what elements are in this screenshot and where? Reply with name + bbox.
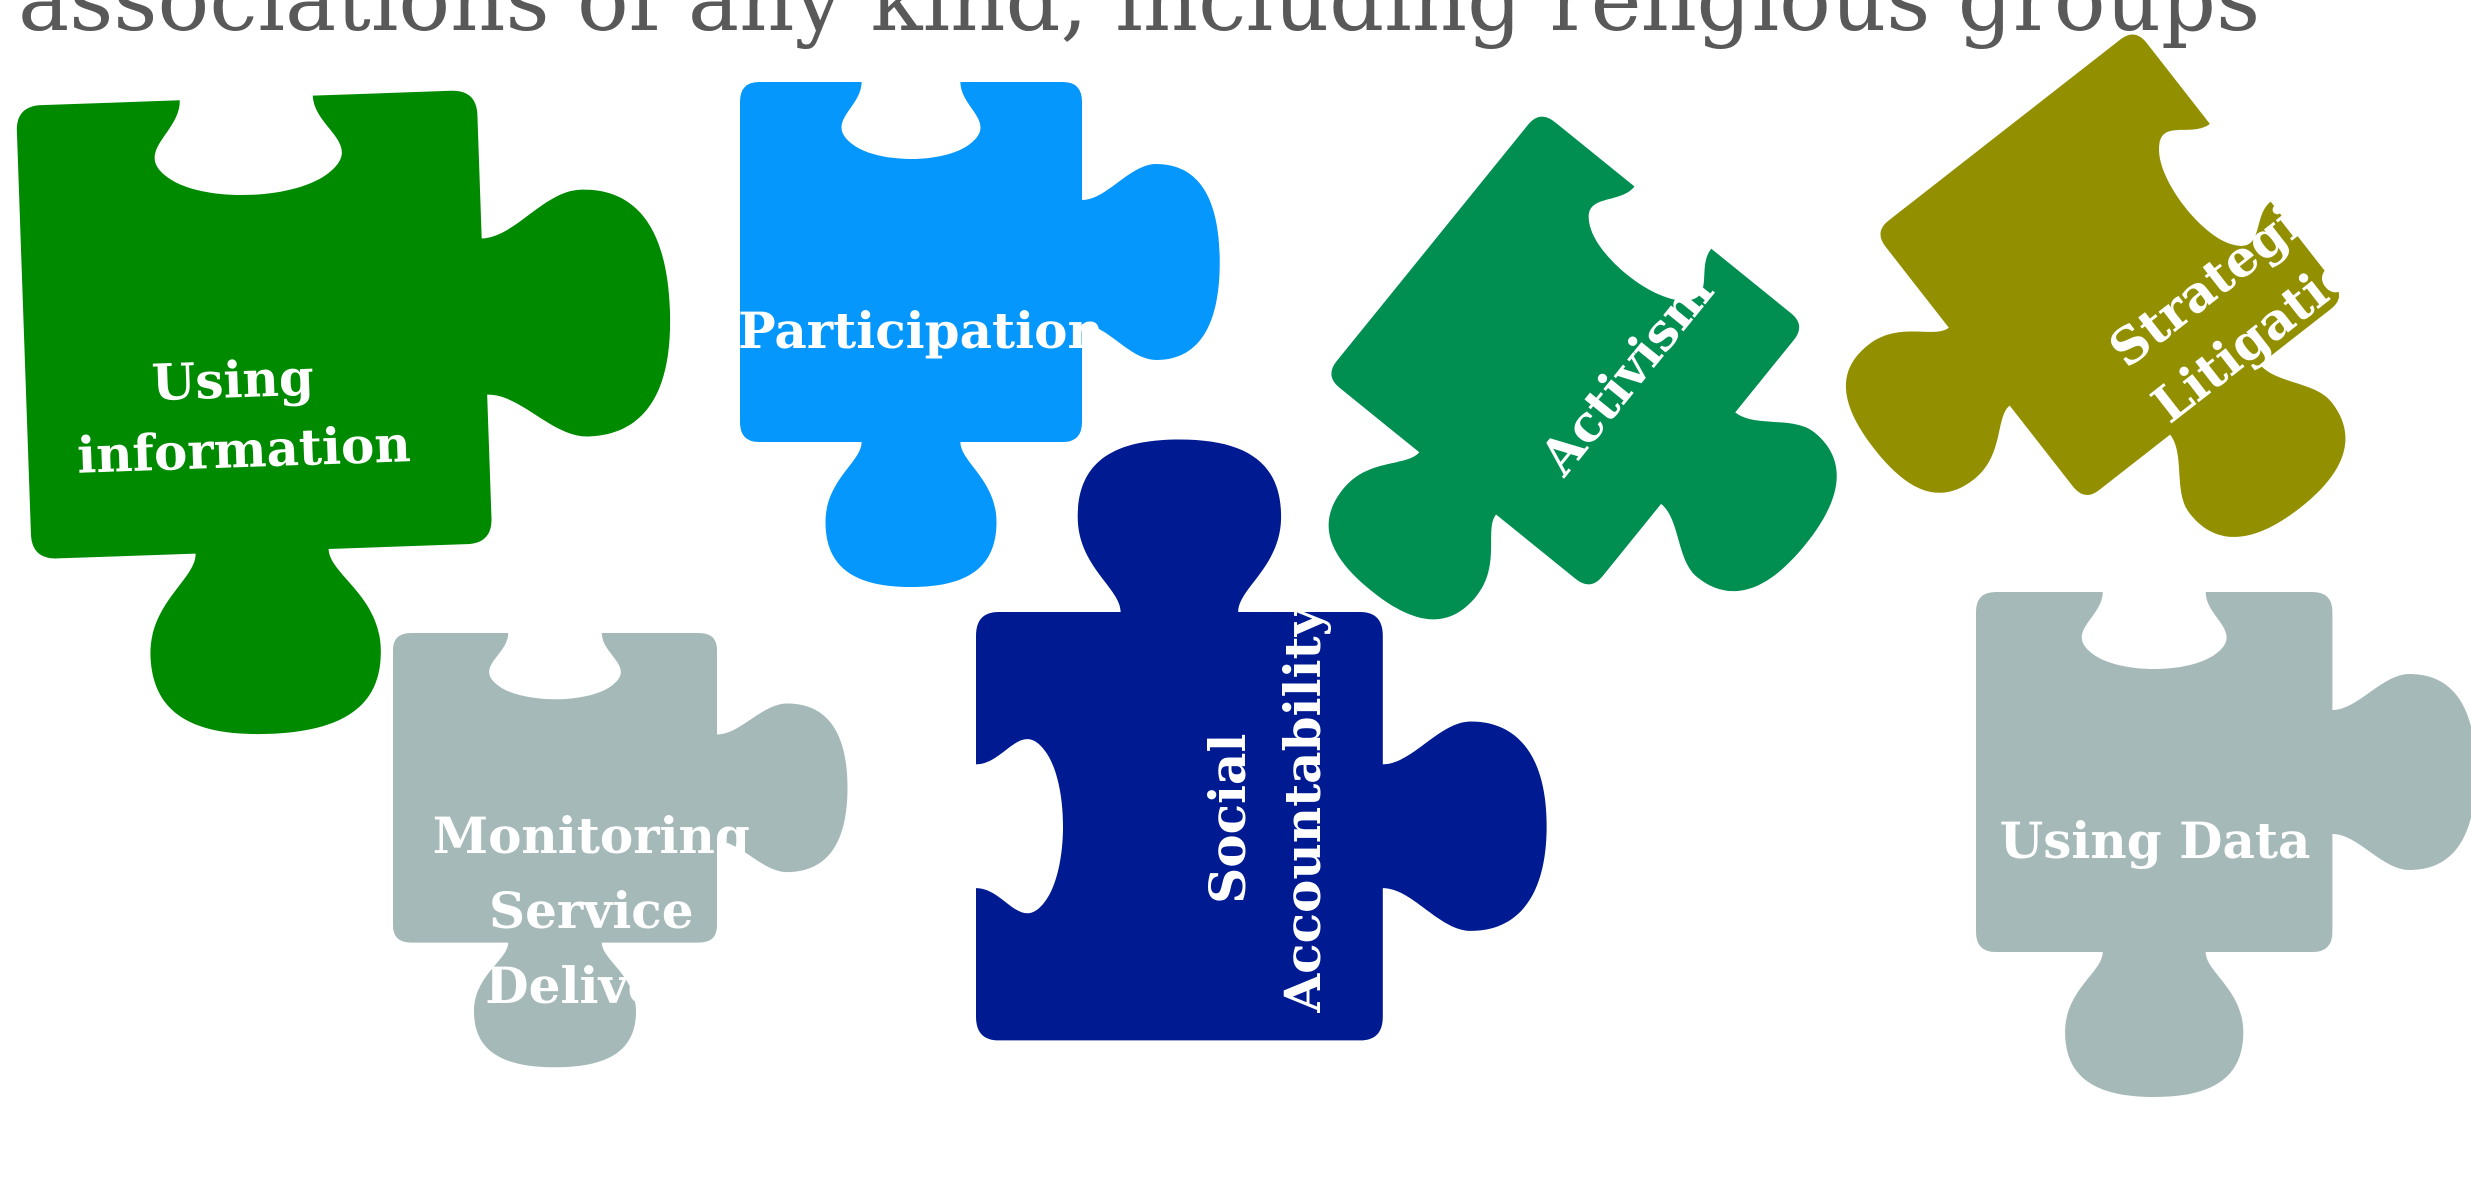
label-line: Accountability: [1273, 605, 1332, 1013]
label-using-information: Using information: [74, 344, 412, 485]
piece-shape-using-information: [16, 83, 685, 742]
label-line: Social: [1198, 734, 1257, 904]
heading-text: associations of any kind, including reli…: [18, 0, 2260, 51]
label-social-accountability: Social Accountability: [1198, 605, 1332, 1013]
label-line: Monitoring: [433, 806, 750, 865]
label-line: Service: [489, 881, 694, 940]
puzzle-piece-using-information: [16, 83, 685, 742]
label-monitoring-service-delivery: Monitoring Service Delivery: [433, 806, 768, 1015]
label-using-data: Using Data: [2000, 811, 2311, 870]
label-line: Using: [151, 348, 315, 413]
label-participation: Participation: [738, 301, 1104, 360]
label-line: Delivery: [485, 956, 716, 1015]
label-line: information: [76, 414, 412, 485]
